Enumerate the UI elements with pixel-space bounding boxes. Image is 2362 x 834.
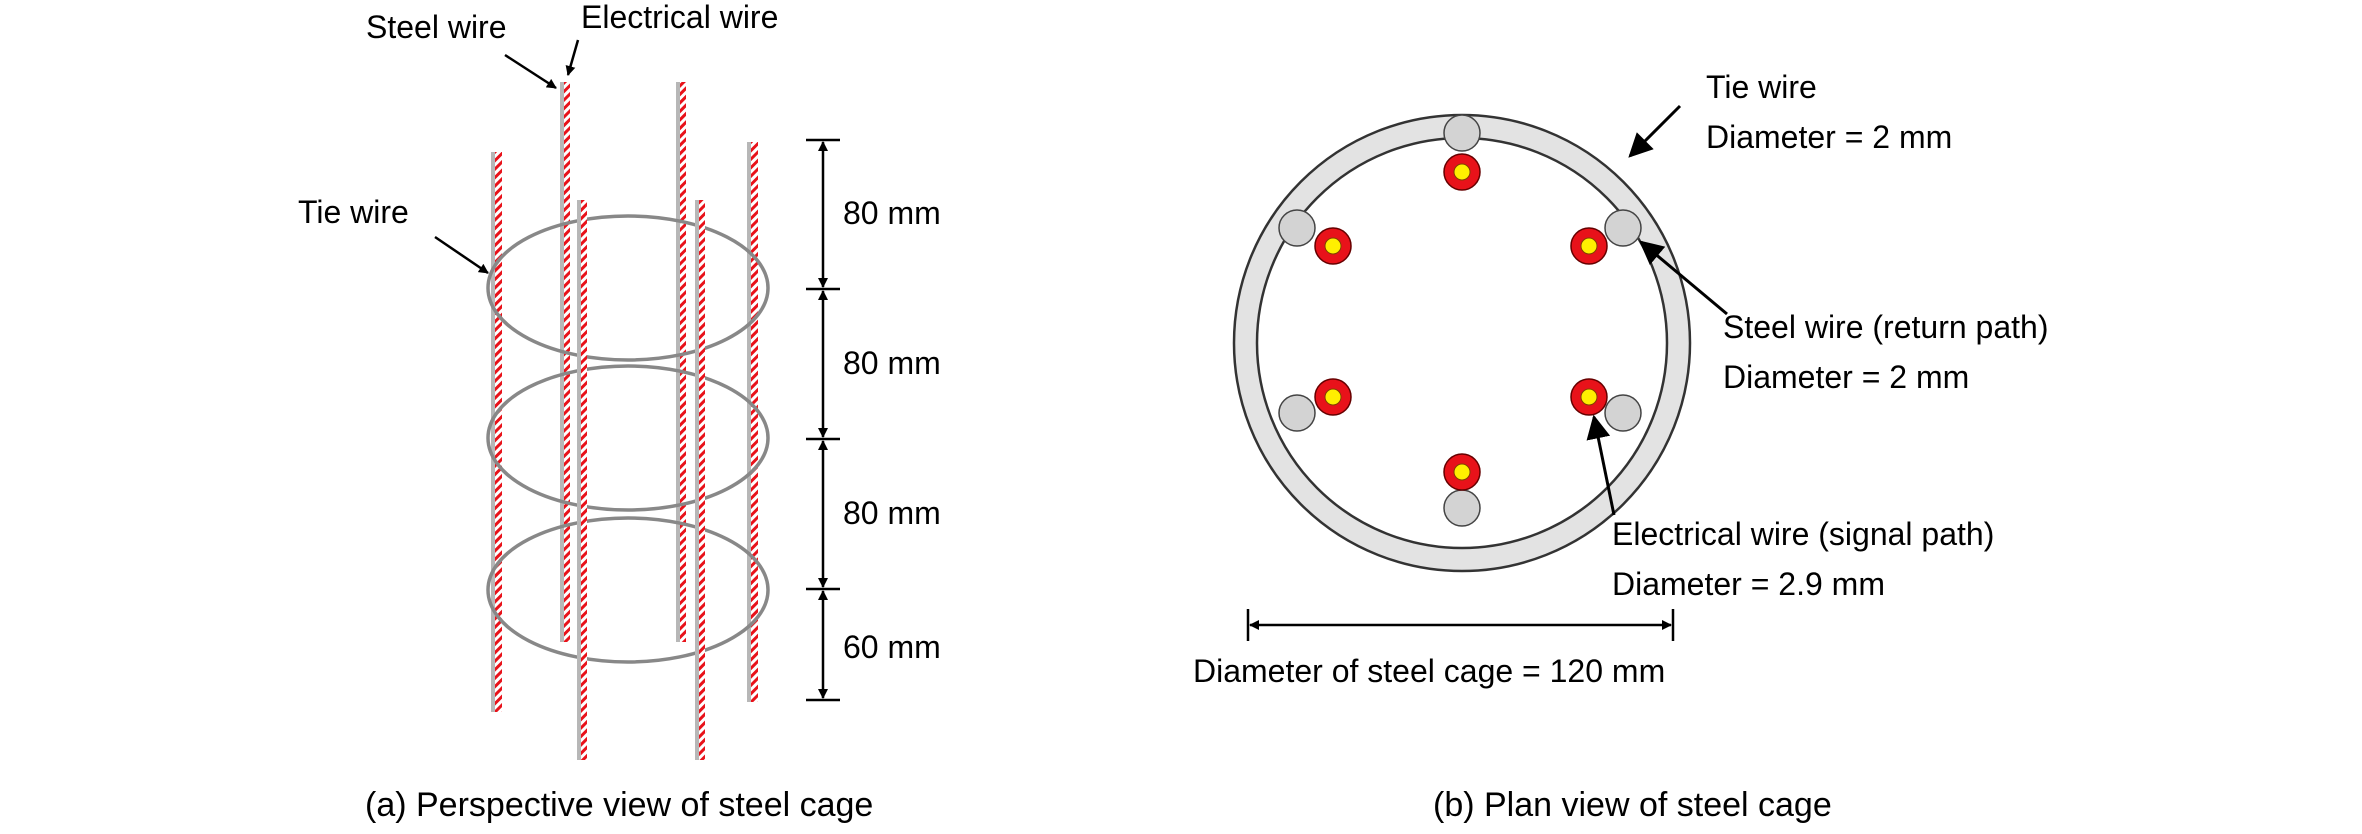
tie-rings <box>486 214 770 664</box>
steel-wire-label: Steel wire (return path) <box>1723 309 2048 345</box>
electrical-wire-core <box>1324 237 1342 255</box>
tie-wire-diameter: Diameter = 2 mm <box>1706 119 1952 155</box>
electrical-wire <box>680 82 686 642</box>
perspective-view: Steel wire Electrical wire Tie wire 80 m… <box>298 0 941 824</box>
electrical-wire-diameter: Diameter = 2.9 mm <box>1612 566 1885 602</box>
spacing-label: 80 mm <box>843 195 941 231</box>
tie-wire-arrow <box>434 235 489 275</box>
tie-wire-label: Tie wire <box>1706 69 1817 105</box>
steel-wire-diameter: Diameter = 2 mm <box>1723 359 1969 395</box>
tie-wire-label: Tie wire <box>298 194 409 230</box>
electrical-wire-core <box>1580 388 1598 406</box>
cage-diameter-dimension <box>1246 609 1675 641</box>
steel-wire-label: Steel wire <box>366 9 507 45</box>
plan-view: Tie wire Diameter = 2 mm Steel wire (ret… <box>1193 69 2048 824</box>
steel-wire <box>1604 394 1642 432</box>
spacing-label: 80 mm <box>843 345 941 381</box>
electrical-wire <box>564 82 570 642</box>
steel-wire <box>1443 489 1481 527</box>
steel-wire <box>1443 114 1481 152</box>
steel-wire <box>1278 394 1316 432</box>
spacing-dimensions <box>806 138 840 702</box>
spacing-label: 60 mm <box>843 629 941 665</box>
electrical-wire-core <box>1324 388 1342 406</box>
tie-wire-arrow <box>1628 104 1682 158</box>
steel-wire-arrow <box>504 53 557 90</box>
steel-wires <box>1278 114 1642 527</box>
spacing-label: 80 mm <box>843 495 941 531</box>
steel-wire-arrow <box>1639 240 1728 316</box>
electrical-wire-core <box>1453 163 1471 181</box>
electrical-wire-arrow <box>565 39 580 76</box>
electrical-wire-label: Electrical wire <box>581 0 778 35</box>
tie-ring <box>486 364 770 512</box>
steel-wire <box>1278 209 1316 247</box>
electrical-wire-core <box>1580 237 1598 255</box>
tie-ring <box>486 516 770 664</box>
electrical-wire <box>751 142 758 702</box>
electrical-wires <box>1314 153 1608 491</box>
electrical-wire <box>699 200 705 760</box>
callout-arrows <box>1586 104 1728 516</box>
tie-ring <box>486 214 770 362</box>
back-wires <box>491 82 758 712</box>
front-wires <box>577 200 705 760</box>
label-arrows <box>434 39 580 275</box>
caption-a: (a) Perspective view of steel cage <box>365 786 873 824</box>
steel-wire <box>1604 209 1642 247</box>
electrical-wire <box>495 152 502 712</box>
caption-b: (b) Plan view of steel cage <box>1433 786 1832 824</box>
electrical-wire-arrow <box>1586 414 1616 516</box>
electrical-wire-core <box>1453 463 1471 481</box>
cage-diameter-label: Diameter of steel cage = 120 mm <box>1193 653 1665 689</box>
electrical-wire <box>581 200 587 760</box>
electrical-wire-label: Electrical wire (signal path) <box>1612 516 1994 552</box>
